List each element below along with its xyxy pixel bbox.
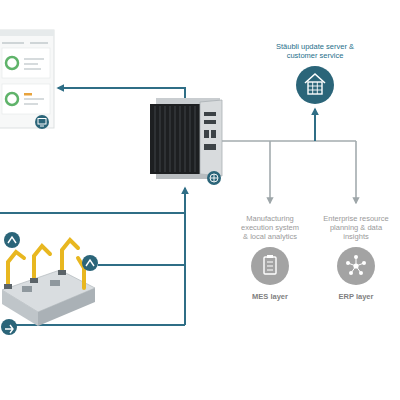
monitor-glyph: [38, 119, 46, 125]
screen-bar: [30, 42, 48, 44]
icon-circle: [296, 66, 334, 104]
screen-bar: [24, 68, 41, 70]
controller-port: [211, 130, 216, 138]
icon-glyph: [308, 82, 322, 94]
monitor-glyph: [40, 126, 44, 127]
icon-dot: [354, 255, 358, 259]
bus-arrow: [355, 141, 357, 203]
icon-glyph: [264, 257, 276, 274]
wire: [184, 188, 186, 325]
node-heading: Manufacturing execution system & local a…: [238, 214, 302, 241]
node-circle: [249, 245, 291, 287]
workpiece: [50, 280, 60, 286]
robot-arm: [34, 246, 50, 280]
device-icon: [82, 255, 98, 271]
controller-front: [200, 100, 222, 176]
device-glyph: [86, 260, 94, 266]
controller-heatsink: [150, 104, 200, 174]
device-glyph: [8, 237, 16, 243]
field-icons: [1, 232, 98, 335]
monitor-icon: [35, 115, 49, 129]
controller-pc: [150, 98, 222, 185]
workpiece: [22, 286, 32, 292]
network-glyph: [210, 174, 218, 182]
controller-port: [204, 120, 216, 124]
screen-bar: [24, 98, 44, 100]
screen-gauge: [6, 57, 18, 69]
icon-glyph: [308, 82, 322, 94]
dashboard-screenshot: [0, 30, 54, 129]
bus-arrow: [269, 141, 271, 203]
erp-node: Enterprise resource planning & data insi…: [319, 214, 393, 301]
controller-port: [204, 130, 209, 138]
screen-header: [0, 30, 54, 36]
device-glyph: [5, 325, 13, 333]
icon-circle: [337, 247, 375, 285]
service-node: Stäubli update server & customer service: [276, 42, 354, 106]
network-glyph: [210, 174, 218, 182]
robot-arm: [62, 240, 78, 272]
layer-label: ERP layer: [319, 292, 393, 301]
node-icon: [296, 66, 334, 104]
node-icon: [251, 247, 289, 285]
wire: [0, 212, 185, 214]
icon-dot: [359, 271, 363, 275]
heatsink-fins: [155, 106, 195, 172]
controller-port: [204, 112, 216, 116]
device-icon: [1, 319, 17, 335]
controller-port: [204, 144, 216, 150]
icon-glyph: [267, 255, 273, 258]
icon-dot: [346, 261, 350, 265]
screen-bar: [24, 103, 38, 105]
robot-base: [58, 270, 66, 275]
node-icon: [337, 247, 375, 285]
field-wires: [0, 188, 185, 325]
screen-gauge: [6, 93, 18, 105]
network-icon: [207, 171, 221, 185]
robot-arm: [8, 252, 24, 286]
icon-dot: [353, 263, 358, 268]
node-heading: Enterprise resource planning & data insi…: [319, 214, 393, 241]
node-circle: [335, 245, 377, 287]
robot-base: [4, 284, 12, 289]
node-heading: Stäubli update server & customer service: [276, 42, 354, 60]
screen-card: [2, 48, 50, 78]
update-arrow: [314, 109, 316, 141]
icon-glyph: [267, 262, 273, 270]
icon-dot: [362, 261, 366, 265]
robot-cell: [2, 240, 95, 326]
screen-bar: [2, 42, 24, 44]
layer-label: MES layer: [238, 292, 302, 301]
screen-panel: [0, 30, 54, 128]
screen-bar: [24, 63, 38, 65]
node-circle: [294, 64, 336, 106]
screen-card: [2, 84, 50, 114]
screen-bar: [24, 58, 44, 60]
conveyor-side: [38, 288, 95, 326]
icon-glyph: [346, 255, 366, 275]
wire: [98, 264, 185, 266]
mes-node: Manufacturing execution system & local a…: [238, 214, 302, 301]
robot-base: [30, 278, 38, 283]
icon-dot: [349, 271, 353, 275]
screen-bar: [24, 93, 32, 96]
icon-circle: [251, 247, 289, 285]
bus-line: [222, 140, 356, 142]
device-icon: [4, 232, 20, 248]
